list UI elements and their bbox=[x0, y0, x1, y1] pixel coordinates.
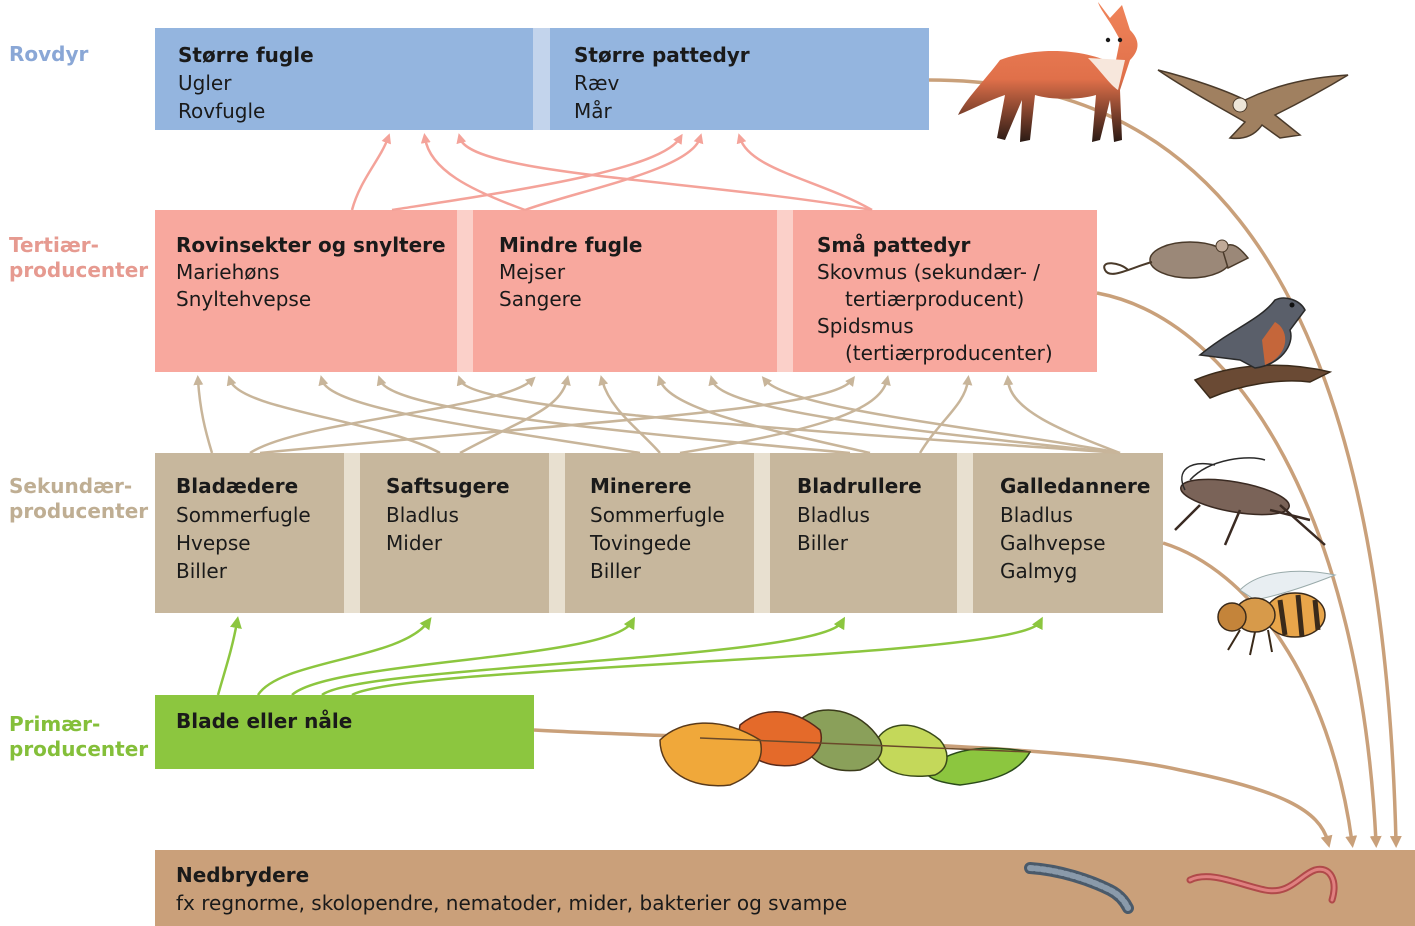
tertiaer-cell-rovinsekter: Rovinsekter og snyltere Mariehøns Snylte… bbox=[176, 210, 446, 372]
bird-of-prey-icon bbox=[1157, 69, 1349, 140]
cell-line: Mejser bbox=[499, 260, 566, 284]
bee-icon bbox=[1217, 570, 1337, 656]
cell-title: Galledannere bbox=[1000, 474, 1151, 498]
cell-line: Skovmus (sekundær- / bbox=[817, 260, 1041, 284]
cell-title: Bladædere bbox=[176, 474, 299, 498]
level-label-tertiaer: Tertiær-producenter bbox=[9, 233, 149, 282]
millipede-icon bbox=[1024, 862, 1134, 914]
cell-title: Mindre fugle bbox=[499, 233, 643, 257]
cell-title: Minerere bbox=[590, 474, 692, 498]
nedbrydere-box: Nedbrydere fx regnorme, skolopendre, nem… bbox=[155, 850, 1415, 926]
divider bbox=[957, 453, 973, 613]
cell-line: Bladlus bbox=[797, 503, 870, 527]
cell-line: fx regnorme, skolopendre, nematoder, mid… bbox=[176, 891, 848, 915]
cell-title: Større pattedyr bbox=[574, 43, 750, 67]
level-label-primaer: Primær-producenter bbox=[9, 712, 149, 761]
cell-line: tertiærproducent) bbox=[845, 287, 1025, 311]
arrows-sekundaer-to-tertiaer bbox=[193, 375, 1121, 455]
fox-icon bbox=[958, 2, 1138, 142]
cell-line: (tertiærproducenter) bbox=[845, 341, 1053, 365]
cell-line: Tovingede bbox=[590, 531, 692, 555]
cell-title: Nedbrydere bbox=[176, 863, 310, 887]
cell-line: Snyltehvepse bbox=[176, 287, 312, 311]
cell-line: Ræv bbox=[574, 71, 620, 95]
divider bbox=[777, 210, 793, 372]
divider bbox=[754, 453, 770, 613]
level-label-rovdyr: Rovdyr bbox=[9, 42, 89, 66]
cell-line: Ugler bbox=[178, 71, 232, 95]
cell-line: Galhvepse bbox=[1000, 531, 1106, 555]
leaves-icon bbox=[659, 709, 1032, 787]
cell-line: Bladlus bbox=[386, 503, 459, 527]
cricket-icon bbox=[1174, 457, 1326, 546]
cell-title: Rovinsekter og snyltere bbox=[176, 233, 446, 257]
tertiaer-cell-fugle: Mindre fugle Mejser Sangere bbox=[499, 210, 642, 372]
divider bbox=[549, 453, 565, 613]
sekundaer-cell-minerere: Minerere Sommerfugle Tovingede Biller bbox=[590, 453, 725, 613]
mouse-icon bbox=[1103, 239, 1250, 279]
cell-title: Bladrullere bbox=[797, 474, 922, 498]
cell-line: Mider bbox=[386, 531, 443, 555]
cell-title: Større fugle bbox=[178, 43, 314, 67]
songbird-icon bbox=[1193, 297, 1333, 399]
cell-line: Galmyg bbox=[1000, 559, 1078, 583]
cell-line: Bladlus bbox=[1000, 503, 1073, 527]
cell-title: Saftsugere bbox=[386, 474, 510, 498]
cell-line: Mariehøns bbox=[176, 260, 280, 284]
rovdyr-cell-fugle: Større fugle Ugler Rovfugle bbox=[178, 28, 314, 130]
cell-line: Biller bbox=[590, 559, 641, 583]
cell-line: Rovfugle bbox=[178, 99, 266, 123]
rovdyr-cell-pattedyr: Større pattedyr Ræv Mår bbox=[574, 28, 750, 130]
level-label-sekundaer: Sekundær-producenter bbox=[9, 474, 149, 523]
primaer-box: Blade eller nåle bbox=[155, 695, 534, 769]
arrows-primaer-to-sekundaer bbox=[216, 616, 1043, 697]
nedbrydere-cell: Nedbrydere fx regnorme, skolopendre, nem… bbox=[176, 850, 847, 926]
cell-line: Biller bbox=[176, 559, 227, 583]
cell-line: Sommerfugle bbox=[590, 503, 725, 527]
sekundaer-cell-saftsugere: Saftsugere Bladlus Mider bbox=[386, 453, 510, 613]
divider bbox=[344, 453, 360, 613]
cell-line: Sangere bbox=[499, 287, 582, 311]
cell-line: Spidsmus bbox=[817, 314, 914, 338]
earthworm-icon bbox=[1186, 865, 1338, 904]
rovdyr-box: Større fugle Ugler Rovfugle Større patte… bbox=[155, 28, 929, 130]
tertiaer-cell-pattedyr: Små pattedyr Skovmus (sekundær- / tertiæ… bbox=[817, 210, 1053, 372]
cell-line: Sommerfugle bbox=[176, 503, 311, 527]
sekundaer-cell-bladrullere: Bladrullere Bladlus Biller bbox=[797, 453, 922, 613]
divider bbox=[533, 28, 550, 130]
divider bbox=[457, 210, 473, 372]
sekundaer-cell-bladaedere: Bladædere Sommerfugle Hvepse Biller bbox=[176, 453, 311, 613]
sekundaer-box: Bladædere Sommerfugle Hvepse Biller Saft… bbox=[155, 453, 1163, 613]
cell-line: Hvepse bbox=[176, 531, 251, 555]
cell-title: Blade eller nåle bbox=[176, 709, 353, 733]
arrows-tertiaer-to-rovdyr bbox=[350, 133, 873, 212]
primaer-cell: Blade eller nåle bbox=[176, 695, 352, 769]
cell-title: Små pattedyr bbox=[817, 233, 971, 257]
cell-line: Mår bbox=[574, 99, 612, 123]
cell-line: Biller bbox=[797, 531, 848, 555]
tertiaer-box: Rovinsekter og snyltere Mariehøns Snylte… bbox=[155, 210, 1097, 372]
sekundaer-cell-galledannere: Galledannere Bladlus Galhvepse Galmyg bbox=[1000, 453, 1150, 613]
